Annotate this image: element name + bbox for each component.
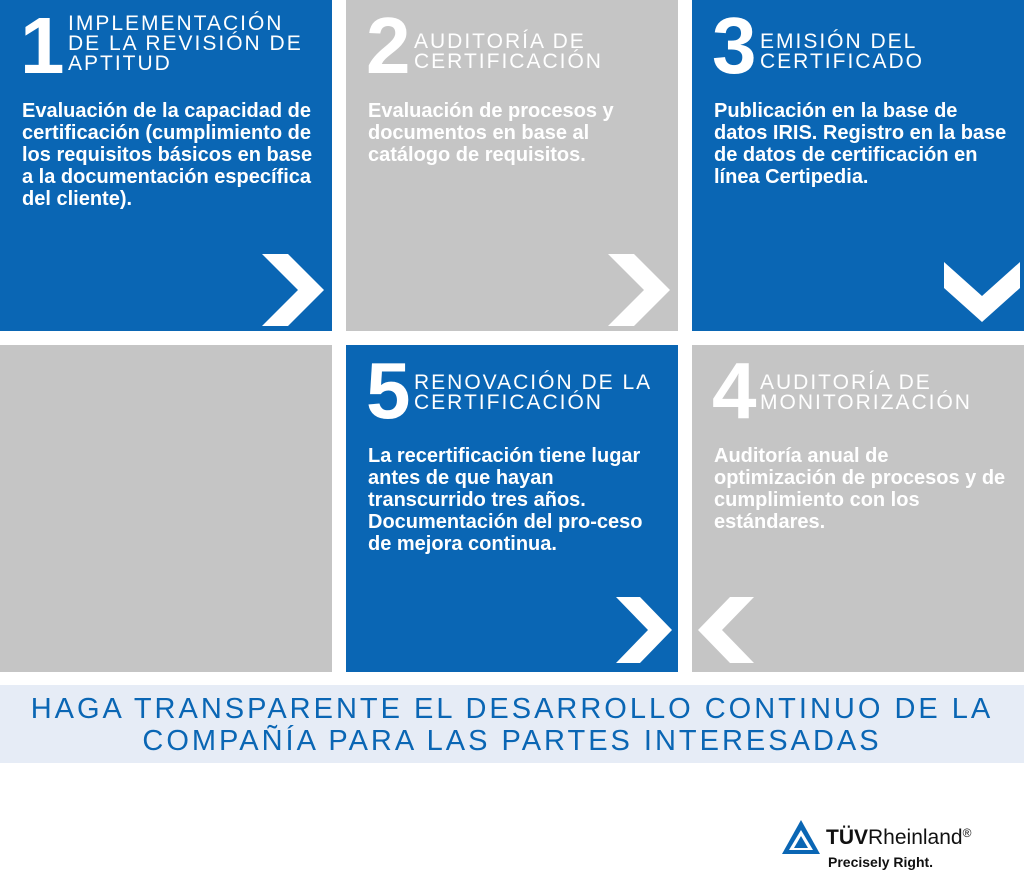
- step-description: Auditoría anual de optimización de proce…: [714, 445, 1006, 533]
- step-number: 1: [20, 1, 65, 90]
- step-heading: RENOVACIÓN DE LA CERTIFICACIÓN: [414, 371, 651, 414]
- logo-tagline: Precisely Right.: [828, 854, 934, 870]
- chevron-right-icon: [262, 254, 324, 326]
- banner-line-2: COMPAÑÍA PARA LAS PARTES INTERESADAS: [142, 725, 882, 757]
- logo-registered: ®: [962, 826, 972, 840]
- tuv-rheinland-logo: TÜVRheinland® Precisely Right.: [782, 818, 1022, 876]
- logo-brand: TÜVRheinland®: [826, 826, 971, 850]
- step-number: 5: [366, 346, 411, 435]
- step-heading: AUDITORÍA DE CERTIFICACIÓN: [414, 30, 603, 73]
- step-number: 3: [712, 1, 757, 90]
- step-2-tile: 2 AUDITORÍA DE CERTIFICACIÓN Evaluación …: [346, 0, 678, 331]
- chevron-left-icon: [698, 597, 754, 663]
- step-4-tile: 4 AUDITORÍA DE MONITORIZACIÓN Auditoría …: [692, 345, 1024, 672]
- step-description: La recertificación tiene lugar antes de …: [368, 445, 643, 555]
- step-heading: IMPLEMENTACIÓN DE LA REVISIÓN DE APTITUD: [68, 12, 303, 75]
- step-description: Evaluación de procesos y documentos en b…: [368, 100, 614, 166]
- step-number: 2: [366, 1, 411, 90]
- chevron-down-icon: [944, 262, 1020, 322]
- step-description: Publicación en la base de datos IRIS. Re…: [714, 100, 1007, 188]
- step-number: 4: [712, 346, 757, 435]
- step-1-tile: 1 IMPLEMENTACIÓN DE LA REVISIÓN DE APTIT…: [0, 0, 332, 331]
- step-5-tile: 5 RENOVACIÓN DE LA CERTIFICACIÓN La rece…: [346, 345, 678, 672]
- tagline-banner: HAGA TRANSPARENTE EL DESARROLLO CONTINUO…: [0, 685, 1024, 763]
- logo-brand-bold: TÜV: [826, 826, 868, 849]
- chevron-right-icon: [616, 597, 672, 663]
- logo-brand-rest: Rheinland: [868, 826, 963, 849]
- empty-tile: [0, 345, 332, 672]
- step-heading: EMISIÓN DEL CERTIFICADO: [760, 30, 924, 73]
- step-heading: AUDITORÍA DE MONITORIZACIÓN: [760, 371, 972, 414]
- step-description: Evaluación de la capacidad de certificac…: [22, 100, 313, 210]
- step-3-tile: 3 EMISIÓN DEL CERTIFICADO Publicación en…: [692, 0, 1024, 331]
- chevron-right-icon: [608, 254, 670, 326]
- triangle-logo-icon: [782, 820, 820, 854]
- banner-line-1: HAGA TRANSPARENTE EL DESARROLLO CONTINUO…: [30, 693, 994, 725]
